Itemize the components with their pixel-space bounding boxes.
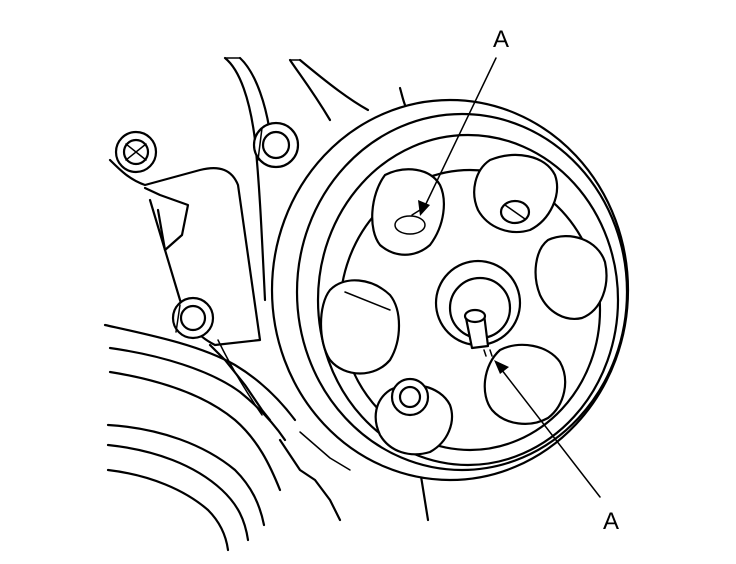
- alignment-mark-hub: [483, 349, 493, 357]
- pump-bolt-lower-left: [390, 377, 430, 417]
- bracket-plate: [108, 158, 272, 422]
- pulley-window-lower-right: [483, 343, 567, 425]
- pulley-window-left: [320, 279, 400, 375]
- bracket-bolt-upper-right: [252, 121, 300, 169]
- pump-bolt-upper-right: [499, 199, 531, 225]
- callout-label-top: A: [493, 26, 510, 53]
- pulley-center-hub: [434, 259, 522, 350]
- leader-arrow-bottom: [494, 360, 601, 498]
- pulley-window-right: [534, 235, 608, 320]
- bracket-bolt-upper-left: [114, 130, 158, 174]
- alignment-mark-window: [411, 209, 421, 216]
- pulley-window-upper-right: [473, 153, 559, 234]
- pulley-window-upper-left: [371, 168, 445, 256]
- leader-arrow-top: [418, 57, 497, 216]
- bracket-bolt-lower: [171, 296, 215, 340]
- callout-label-bottom: A: [603, 508, 620, 535]
- crankshaft-pulley: [103, 323, 430, 552]
